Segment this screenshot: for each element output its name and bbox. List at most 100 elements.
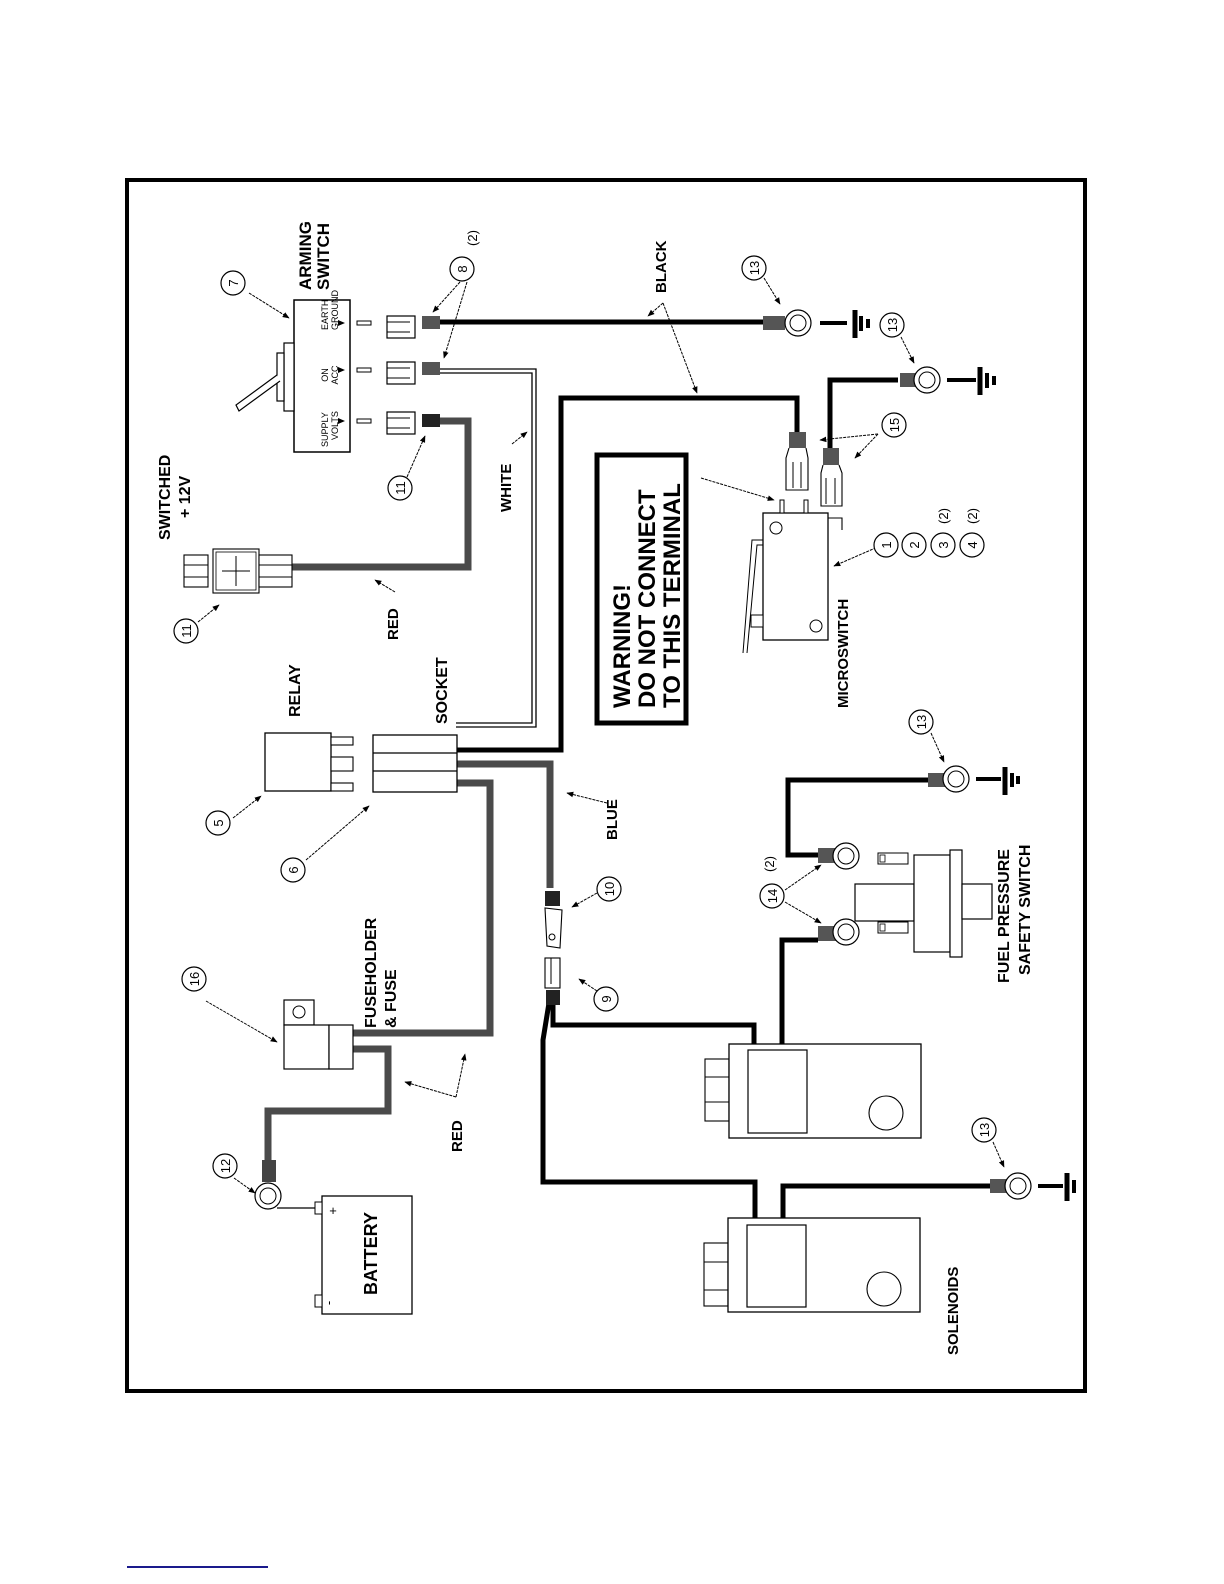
svg-text:11: 11: [179, 624, 194, 638]
terminal-label-supply-line1: SUPPLY: [320, 412, 330, 447]
battery-plus: +: [329, 1203, 337, 1218]
svg-text:(2): (2): [936, 508, 951, 524]
relay-label: RELAY: [287, 664, 304, 717]
fuseholder-label-line1: FUSEHOLDER: [363, 917, 380, 1028]
callout-13-microswitch: 13: [880, 313, 914, 363]
ground-terminal-fps: [928, 766, 969, 792]
wire-black-solenoid-ground: [783, 1186, 995, 1218]
fps-label-line2: SAFETY SWITCH: [1017, 845, 1034, 975]
ground-symbol-fps: [976, 767, 1020, 795]
terminal-label-volts-line2: VOLTS: [330, 411, 340, 440]
callout-13-fps: 13: [909, 710, 944, 762]
switched-12v-label-line1: SWITCHED: [157, 455, 174, 540]
wire-black-solenoid-1: [553, 1003, 754, 1044]
ground-symbol-top: [820, 310, 870, 338]
callout-12: 12: [213, 1154, 255, 1193]
warning-line3: TO THIS TERMINAL: [659, 483, 686, 708]
wire-label-blue: BLUE: [604, 799, 621, 840]
svg-text:9: 9: [599, 995, 614, 1002]
svg-text:13: 13: [747, 261, 762, 275]
callout-8: 8 (2): [433, 230, 480, 358]
arming-switch-label-line1: ARMING: [296, 221, 315, 290]
arming-switch-label-line2: SWITCH: [314, 223, 333, 290]
svg-text:3: 3: [936, 541, 951, 548]
terminal-9: [545, 958, 560, 1005]
terminal-label-on-line1: ON: [320, 368, 330, 382]
spade-connectors-arming: [387, 316, 440, 434]
svg-text:(2): (2): [965, 508, 980, 524]
switched-12v-label-line2: + 12V: [177, 475, 194, 518]
wire-label-red-fuse: RED: [449, 1120, 466, 1152]
svg-text:11: 11: [393, 481, 408, 495]
microswitch-connectors: [786, 432, 842, 506]
callout-13-solenoid: 13: [972, 1118, 1004, 1167]
svg-text:13: 13: [977, 1123, 992, 1137]
terminal-10: [545, 891, 562, 948]
wire-label-black: BLACK: [653, 240, 670, 293]
socket: [373, 735, 457, 792]
battery: + -: [277, 1196, 412, 1314]
solenoid-1: [705, 1044, 921, 1138]
svg-text:8: 8: [455, 265, 470, 272]
callout-5: 5: [206, 796, 261, 835]
fuel-pressure-switch: [855, 850, 992, 957]
ground-terminal-microswitch: [900, 367, 940, 393]
microswitch-label: MICROSWITCH: [835, 599, 852, 708]
ground-symbol-solenoid: [1038, 1173, 1076, 1201]
ground-terminal-top: [763, 310, 811, 336]
callout-16: 16: [182, 967, 277, 1042]
svg-text:14: 14: [765, 889, 780, 903]
callout-6: 6: [281, 806, 369, 882]
callouts-microswitch: 1 2 3 (2) 4 (2): [834, 508, 984, 566]
callout-9: 9: [579, 979, 618, 1011]
warning-line1: WARNING!: [609, 584, 636, 708]
arming-switch: EARTH GROUND ON ACC SUPPLY VOLTS: [236, 290, 371, 452]
terminal-label-earth-line1: EARTH: [320, 300, 330, 330]
battery-minus: -: [321, 1301, 336, 1305]
svg-text:(2): (2): [465, 230, 480, 246]
wire-black-fps-1: [782, 940, 818, 1044]
fps-terminals: [818, 843, 859, 945]
terminal-label-earth-line2: GROUND: [330, 290, 340, 330]
terminal-label-acc-line2: ACC: [330, 365, 340, 385]
fuseholder-label-line2: & FUSE: [383, 969, 400, 1028]
wire-label-white: WHITE: [498, 464, 515, 512]
callout-7: 7: [221, 271, 289, 318]
callout-11-plug: 11: [174, 605, 219, 643]
svg-text:(2): (2): [762, 856, 777, 872]
fuseholder: [284, 1000, 353, 1069]
footer-link-underline[interactable]: [127, 1566, 268, 1568]
svg-text:12: 12: [218, 1159, 233, 1173]
ground-symbol-microswitch: [947, 367, 996, 395]
solenoid-2: [704, 1218, 920, 1312]
svg-text:4: 4: [965, 541, 980, 548]
svg-text:7: 7: [226, 279, 241, 286]
svg-text:2: 2: [907, 541, 922, 548]
warning-pointer: [701, 478, 774, 500]
callout-13-top: 13: [742, 256, 780, 304]
wire-black-fps-ground: [788, 780, 935, 855]
solenoids-label: SOLENOIDS: [945, 1267, 962, 1355]
socket-label: SOCKET: [434, 657, 451, 724]
callout-14: 14 (2): [760, 856, 821, 923]
svg-text:16: 16: [187, 972, 202, 986]
fps-label-line1: FUEL PRESSURE: [996, 849, 1013, 983]
svg-text:1: 1: [879, 541, 894, 548]
svg-text:10: 10: [602, 882, 617, 896]
switched-12v-connector: [184, 549, 292, 593]
warning-box: WARNING! DO NOT CONNECT TO THIS TERMINAL: [597, 455, 686, 723]
svg-text:15: 15: [887, 418, 902, 432]
svg-text:6: 6: [286, 866, 301, 873]
warning-line2: DO NOT CONNECT: [634, 489, 661, 708]
relay: [265, 733, 353, 791]
ring-terminal-12: [255, 1160, 281, 1209]
svg-text:13: 13: [885, 318, 900, 332]
microswitch: [743, 500, 842, 653]
svg-text:5: 5: [211, 819, 226, 826]
battery-label: BATTERY: [361, 1212, 381, 1295]
wire-label-red-switched: RED: [385, 608, 402, 640]
callout-11-switch: 11: [388, 436, 425, 500]
callout-10: 10: [572, 877, 621, 907]
wire-white-inner: [440, 373, 532, 723]
